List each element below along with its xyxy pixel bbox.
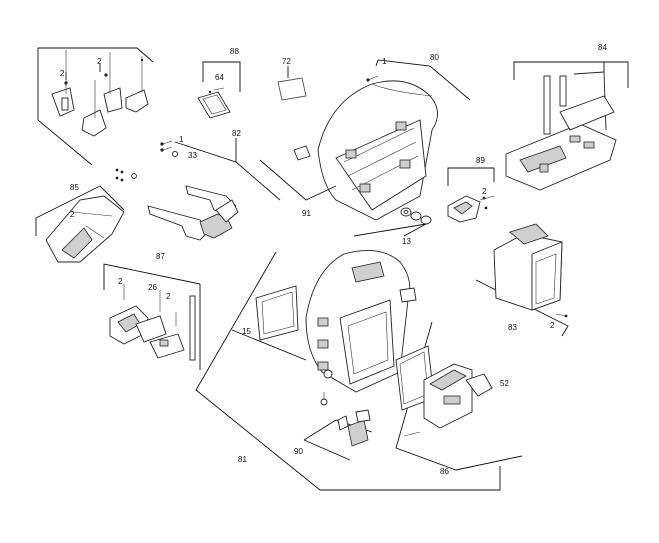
callout-88: 88: [230, 47, 239, 56]
sensor-module-89: [447, 167, 495, 223]
callout-2-d: 2: [70, 210, 75, 219]
electronics-group-87: [103, 263, 201, 370]
callout-2-a: 2: [60, 69, 65, 78]
small-parts-90: [303, 392, 373, 461]
callout-72: 72: [282, 57, 291, 66]
rear-housing-80: [259, 59, 471, 221]
callout-80: 80: [430, 53, 439, 62]
callout-87: 87: [156, 252, 165, 261]
callout-2-c: 2: [482, 187, 487, 196]
callout-85: 85: [70, 183, 79, 192]
callout-13: 13: [402, 237, 411, 246]
enclosure-83: [475, 223, 569, 337]
circuit-board-84: [505, 61, 629, 191]
callout-1-b: 1: [382, 57, 387, 66]
callout-83: 83: [508, 323, 517, 332]
callout-33: 33: [188, 151, 197, 160]
callout-2-g: 2: [550, 321, 555, 330]
cable-assembly-82: [147, 138, 281, 241]
bracket-group-top-left: [37, 47, 154, 166]
callout-91: 91: [302, 209, 311, 218]
callout-1-a: 1: [179, 135, 184, 144]
callout-81: 81: [238, 455, 247, 464]
callout-2-b: 2: [97, 57, 102, 66]
callout-82: 82: [232, 129, 241, 138]
door-assembly-86: [395, 321, 523, 471]
callout-15: 15: [242, 327, 251, 336]
label-plate-72: [277, 66, 307, 101]
callout-64: 64: [215, 73, 224, 82]
callout-86: 86: [440, 467, 449, 476]
front-housing-81: [195, 249, 501, 491]
callout-2-f: 2: [166, 292, 171, 301]
callout-26: 26: [148, 283, 157, 292]
callout-52: 52: [500, 379, 509, 388]
washers-13: [353, 207, 432, 237]
callout-90: 90: [294, 447, 303, 456]
callout-89: 89: [476, 156, 485, 165]
callout-84: 84: [598, 43, 607, 52]
callout-2-e: 2: [118, 277, 123, 286]
cover-85: [35, 168, 137, 263]
gasket-group-88: [197, 61, 241, 119]
